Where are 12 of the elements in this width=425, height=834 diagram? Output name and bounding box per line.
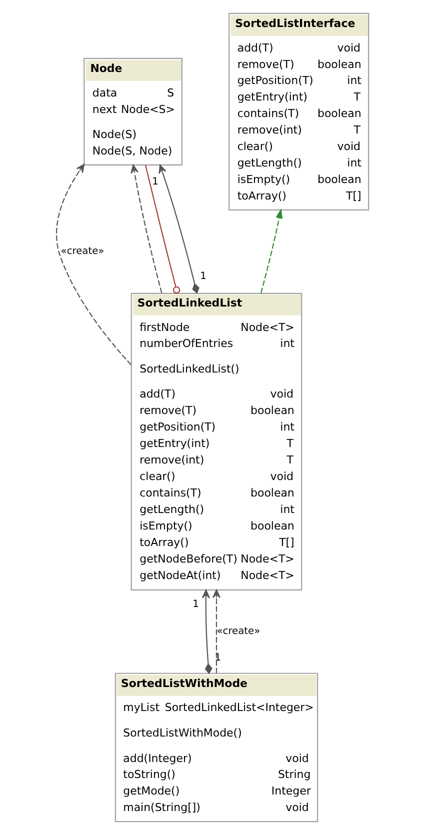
label: 1	[200, 270, 206, 282]
edge-label: «create»	[60, 246, 104, 257]
arrow	[260, 208, 283, 293]
arrow	[130, 164, 162, 293]
arrow	[202, 589, 212, 674]
arrow	[56, 163, 132, 365]
arrow	[158, 164, 200, 294]
edge-label: «create»	[216, 626, 260, 637]
label: 1	[192, 598, 199, 610]
connector	[144, 164, 180, 294]
label: 1	[152, 176, 158, 187]
arrow	[212, 588, 220, 673]
